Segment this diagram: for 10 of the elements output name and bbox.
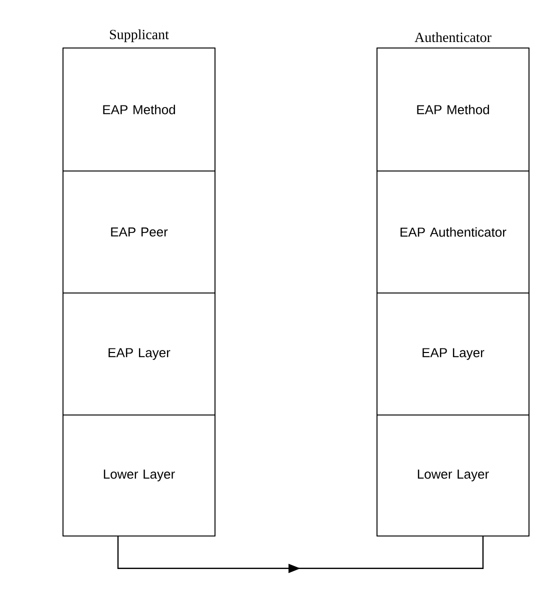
node-label: Authenticator: [414, 32, 492, 42]
layer-box: EAP Layer: [62, 292, 216, 416]
layer-box: Lower Layer: [62, 414, 216, 536]
layer-box: EAP Peer: [62, 170, 216, 294]
node-label: Supplicant: [110, 29, 169, 42]
layer-box: Lower Layer: [376, 414, 530, 536]
layer-box: EAP Method: [62, 48, 216, 172]
layer-box: EAP Authenticator: [376, 170, 530, 294]
layer-box: EAP Method: [376, 48, 530, 172]
layer-box: EAP Layer: [376, 292, 530, 416]
